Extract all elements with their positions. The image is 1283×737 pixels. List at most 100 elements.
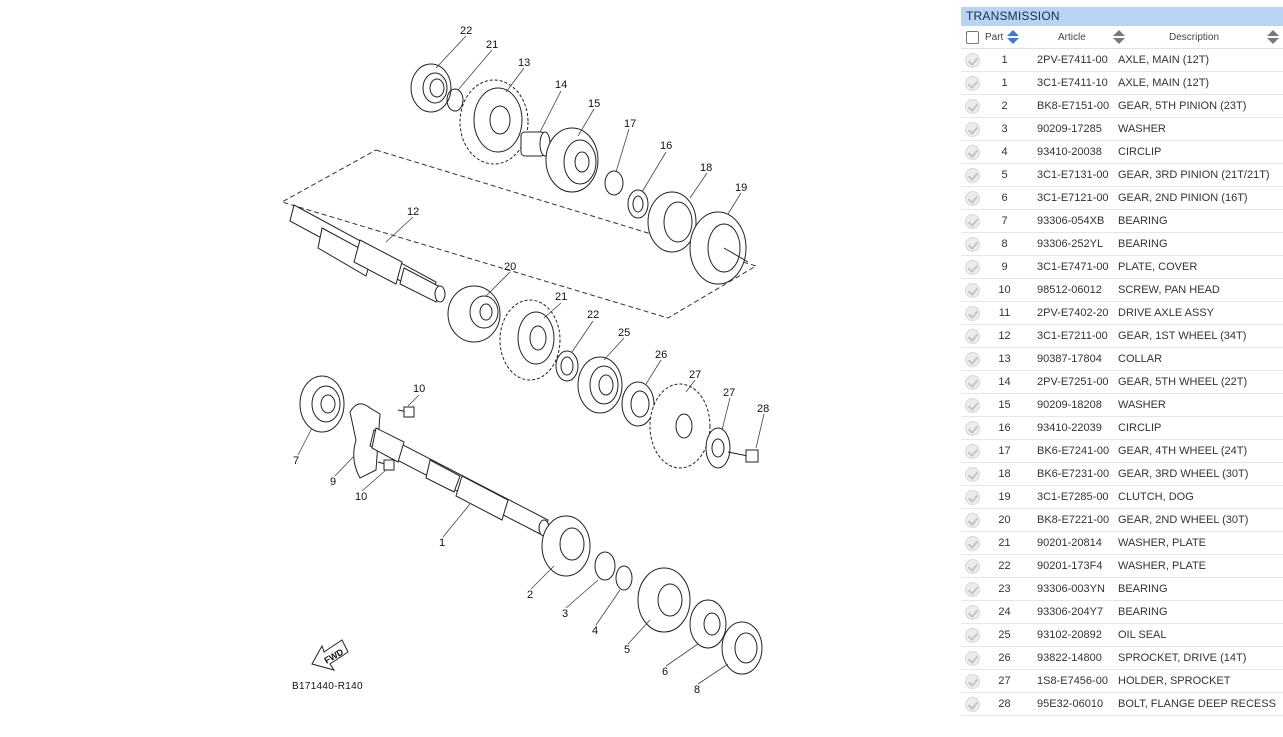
cell-article[interactable]: 2PV-E7251-00 <box>1037 376 1109 388</box>
screw-10-upper[interactable] <box>397 406 415 418</box>
callout-14[interactable]: 15 <box>588 98 600 110</box>
callout-6[interactable]: 6 <box>662 666 668 678</box>
cell-article[interactable]: 90201-173F4 <box>1037 560 1103 572</box>
cell-article[interactable]: 2PV-E7411-00 <box>1037 54 1108 66</box>
sprocket-26[interactable] <box>649 383 711 469</box>
callout-21[interactable]: 22 <box>587 309 599 321</box>
callout-27[interactable]: 27 <box>723 387 735 399</box>
callout-11[interactable]: 12 <box>407 206 419 218</box>
column-header-article[interactable]: Article <box>1047 30 1131 44</box>
check-icon[interactable] <box>964 673 980 689</box>
row-checkbox[interactable] <box>961 328 983 344</box>
cell-article[interactable]: 95E32-06010 <box>1037 698 1104 710</box>
callout-26[interactable]: 27 <box>689 369 701 381</box>
cell-article[interactable]: 90387-17804 <box>1037 353 1102 365</box>
callout-19[interactable]: 20 <box>504 261 516 273</box>
callout-9[interactable]: 9 <box>330 476 336 488</box>
check-icon[interactable] <box>964 328 980 344</box>
cell-article[interactable]: 3C1-E7285-00 <box>1037 491 1109 503</box>
main-axle-1[interactable] <box>369 427 550 537</box>
row-checkbox[interactable] <box>961 190 983 206</box>
row-checkbox[interactable] <box>961 374 983 390</box>
row-checkbox[interactable] <box>961 535 983 551</box>
row-checkbox[interactable] <box>961 259 983 275</box>
circlip-16[interactable] <box>604 170 624 196</box>
row-checkbox[interactable] <box>961 673 983 689</box>
row-checkbox[interactable] <box>961 305 983 321</box>
check-icon[interactable] <box>964 351 980 367</box>
row-checkbox[interactable] <box>961 558 983 574</box>
callout-17[interactable]: 18 <box>700 162 712 174</box>
check-icon[interactable] <box>964 443 980 459</box>
holder-27[interactable] <box>705 427 731 469</box>
row-checkbox[interactable] <box>961 581 983 597</box>
row-checkbox[interactable] <box>961 604 983 620</box>
sort-icon[interactable] <box>1267 30 1279 44</box>
check-icon[interactable] <box>964 466 980 482</box>
check-icon[interactable] <box>964 420 980 436</box>
washer-22[interactable] <box>446 88 464 112</box>
check-icon[interactable] <box>964 489 980 505</box>
callout-5[interactable]: 5 <box>624 644 630 656</box>
row-checkbox[interactable] <box>961 466 983 482</box>
check-icon[interactable] <box>964 190 980 206</box>
row-checkbox[interactable] <box>961 213 983 229</box>
callout-20[interactable]: 21 <box>555 291 567 303</box>
cell-article[interactable]: 3C1-E7211-00 <box>1037 330 1108 342</box>
row-checkbox[interactable] <box>961 98 983 114</box>
cell-article[interactable]: BK8-E7151-00 <box>1037 100 1110 112</box>
washer-15[interactable] <box>627 189 649 219</box>
gear-12[interactable] <box>459 79 529 165</box>
row-checkbox[interactable] <box>961 650 983 666</box>
check-icon[interactable] <box>964 696 980 712</box>
callout-15[interactable]: 16 <box>660 140 672 152</box>
callout-3[interactable]: 3 <box>562 608 568 620</box>
check-icon[interactable] <box>964 213 980 229</box>
cell-article[interactable]: 90209-17285 <box>1037 123 1102 135</box>
bearing-8[interactable] <box>721 621 763 675</box>
screw-10-lower[interactable] <box>377 459 395 471</box>
row-checkbox[interactable] <box>961 144 983 160</box>
callout-4[interactable]: 4 <box>592 625 598 637</box>
callout-24[interactable]: 25 <box>618 327 630 339</box>
cell-article[interactable]: 3C1-E7411-10 <box>1037 77 1108 89</box>
check-icon[interactable] <box>964 282 980 298</box>
washer-3[interactable] <box>594 551 616 581</box>
check-icon[interactable] <box>964 535 980 551</box>
cell-article[interactable]: 93306-204Y7 <box>1037 606 1104 618</box>
gear-18[interactable] <box>689 211 749 285</box>
row-checkbox[interactable] <box>961 397 983 413</box>
check-icon[interactable] <box>964 374 980 390</box>
bolt-28[interactable] <box>727 449 759 463</box>
cell-article[interactable]: 93102-20892 <box>1037 629 1102 641</box>
callout-28[interactable]: 28 <box>757 403 769 415</box>
collar-13[interactable] <box>520 131 551 157</box>
cell-article[interactable]: 1S8-E7456-00 <box>1037 675 1108 687</box>
bearing-7[interactable] <box>299 375 345 433</box>
callout-8[interactable]: 8 <box>694 684 700 696</box>
callout-18[interactable]: 19 <box>735 182 747 194</box>
row-checkbox[interactable] <box>961 696 983 712</box>
gear-2[interactable] <box>541 515 591 577</box>
callout-12[interactable]: 13 <box>518 57 530 69</box>
callout-13[interactable]: 14 <box>555 79 567 91</box>
callout-7[interactable]: 7 <box>293 455 299 467</box>
sort-icon[interactable] <box>1113 30 1125 44</box>
cell-article[interactable]: 93306-003YN <box>1037 583 1105 595</box>
oil-seal-25[interactable] <box>621 381 655 427</box>
